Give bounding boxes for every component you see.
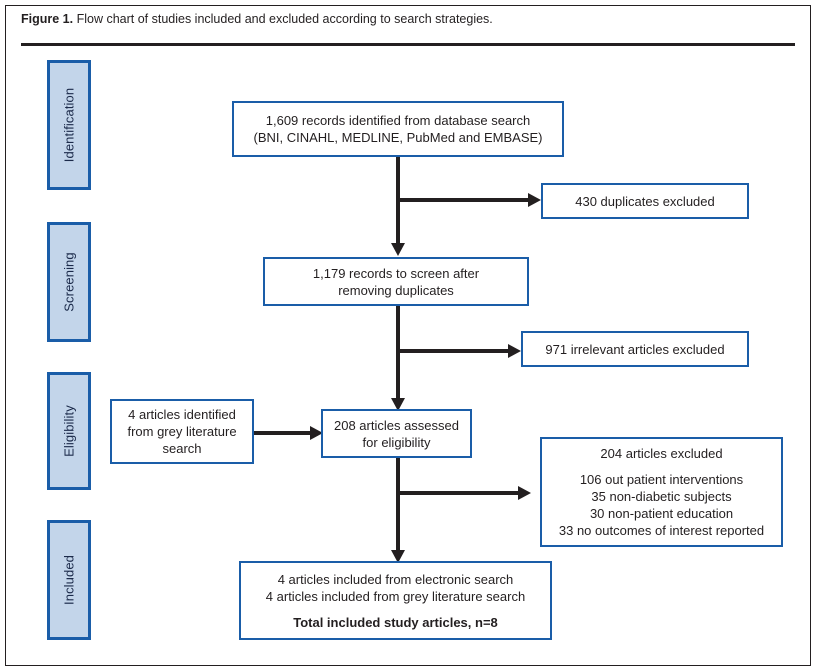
panel-border-top: [5, 5, 811, 6]
node-grey-literature: 4 articles identified from grey literatu…: [110, 399, 254, 464]
node-line: for eligibility: [362, 434, 431, 450]
stage-label-screening: Screening: [61, 252, 77, 312]
connector-to-excluded: [396, 491, 518, 495]
stage-label-included: Included: [61, 555, 77, 605]
stage-box-screening: Screening: [47, 222, 91, 342]
node-records-to-screen: 1,179 records to screen after removing d…: [263, 257, 529, 306]
panel-border-left: [5, 5, 6, 665]
connector-grey-to-assessed: [254, 431, 310, 435]
arrowhead-to-duplicates: [528, 193, 541, 207]
node-line: from grey literature: [127, 424, 237, 439]
node-line: 1,179 records to screen after: [312, 265, 480, 281]
arrowhead-screen-to-assessed: [391, 398, 405, 411]
node-line: 208 articles assessed: [333, 417, 459, 433]
connector-to-duplicates: [396, 198, 528, 202]
node-line: 4 articles identified: [128, 407, 236, 422]
panel-border-right: [810, 5, 811, 665]
node-irrelevant-excluded: 971 irrelevant articles excluded: [521, 331, 749, 367]
stage-label-eligibility: Eligibility: [61, 405, 77, 457]
node-line: 430 duplicates excluded: [575, 193, 715, 209]
connector-to-irrelevant: [396, 349, 508, 353]
arrowhead-to-irrelevant: [508, 344, 521, 358]
node-line: 35 non-diabetic subjects: [591, 489, 732, 504]
node-line: (BNI, CINAHL, MEDLINE, PubMed and EMBASE…: [253, 130, 543, 145]
node-heading: 204 articles excluded: [600, 446, 723, 461]
figure-caption-text: Flow chart of studies included and exclu…: [76, 12, 493, 26]
caption-divider: [21, 43, 795, 46]
connector-assessed-to-included: [396, 458, 400, 550]
node-articles-assessed: 208 articles assessed for eligibility: [321, 409, 472, 458]
arrowhead-assessed-to-included: [391, 550, 405, 563]
arrowhead-grey-to-assessed: [310, 426, 323, 440]
node-line: 1,609 records identified from database s…: [265, 113, 531, 128]
panel-border-bottom: [5, 665, 811, 666]
arrowhead-identified-to-screen: [391, 243, 405, 256]
node-duplicates-excluded: 430 duplicates excluded: [541, 183, 749, 219]
node-line: 30 non-patient education: [589, 506, 734, 521]
node-line: search: [162, 441, 202, 456]
node-records-identified: 1,609 records identified from database s…: [232, 101, 564, 157]
figure-caption: Figure 1. Flow chart of studies included…: [21, 11, 791, 27]
figure-number: Figure 1.: [21, 12, 74, 26]
node-line: 971 irrelevant articles excluded: [545, 341, 725, 357]
node-articles-excluded: 204 articles excluded 106 out patient in…: [540, 437, 783, 547]
arrowhead-to-excluded: [518, 486, 531, 500]
stage-box-included: Included: [47, 520, 91, 640]
stage-box-eligibility: Eligibility: [47, 372, 91, 490]
node-line: 106 out patient interventions: [579, 472, 744, 487]
node-line: 4 articles included from grey literature…: [265, 588, 526, 604]
stage-label-identification: Identification: [61, 87, 77, 163]
node-line: removing duplicates: [338, 282, 454, 298]
node-total-line: Total included study articles, n=8: [293, 614, 498, 630]
node-line: 33 no outcomes of interest reported: [558, 523, 765, 538]
node-line: 4 articles included from electronic sear…: [277, 571, 514, 587]
stage-box-identification: Identification: [47, 60, 91, 190]
node-articles-included: 4 articles included from electronic sear…: [239, 561, 552, 640]
